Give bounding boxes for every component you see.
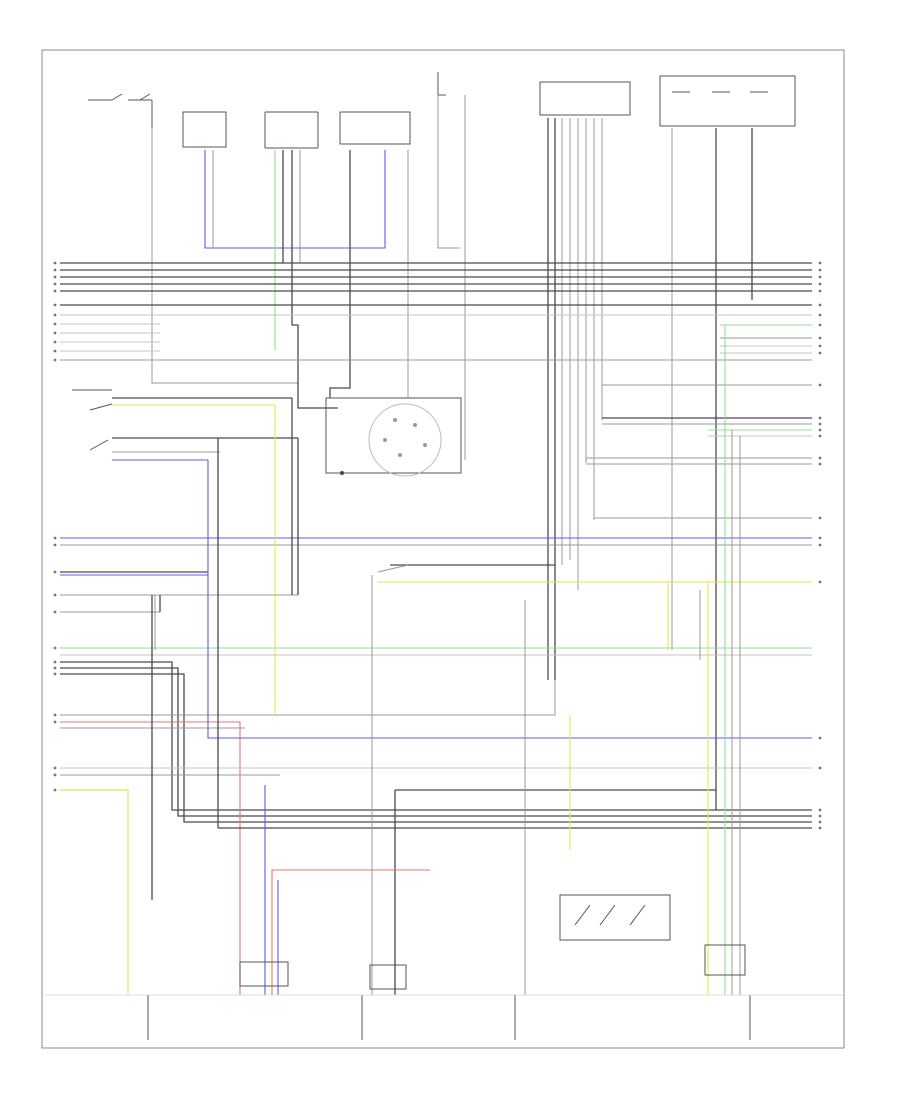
top-component-7 (659, 75, 796, 127)
top-component-3 (264, 111, 319, 149)
top-component-1 (88, 93, 153, 128)
bottom-component-2 (239, 961, 363, 1040)
bottom-bus (218, 325, 812, 995)
diagram-frame (41, 49, 845, 1049)
top-bus (60, 262, 812, 361)
center-sensor (325, 397, 462, 477)
left-terminals (53, 261, 57, 792)
bottom-component-4 (559, 894, 751, 1040)
left-switch-block (72, 389, 298, 461)
left-verticals (151, 398, 299, 900)
top-component-4 (339, 111, 411, 145)
top-wires (151, 95, 753, 810)
top-component-2 (182, 111, 227, 148)
bottom-component-3 (369, 964, 516, 1040)
top-component-5 (437, 72, 446, 96)
top-component-6 (539, 81, 631, 116)
middle-bus (60, 460, 812, 995)
right-branches (60, 384, 812, 613)
right-terminals (818, 261, 822, 830)
